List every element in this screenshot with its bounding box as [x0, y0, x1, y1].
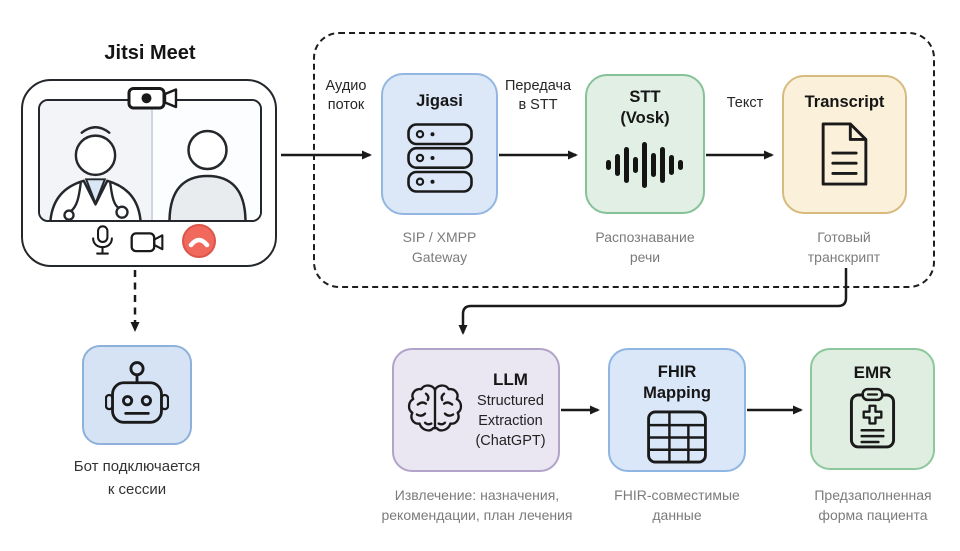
end-call-icon [188, 237, 210, 248]
fhir-title-line1: FHIR [657, 363, 697, 381]
stt-caption-line1: Распознавание [595, 229, 695, 245]
emr-node: EMR [810, 348, 935, 470]
video-camera-icon [130, 232, 164, 253]
jigasi-caption: SIP / XMPP Gateway [371, 227, 508, 268]
jigasi-node: Jigasi [381, 73, 498, 215]
transcript-caption-line1: Готовый [817, 229, 871, 245]
llm-caption: Извлечение: назначения, рекомендации, пл… [372, 485, 582, 526]
bot-caption-line2: к сессии [107, 480, 167, 498]
server-row-1 [406, 122, 473, 145]
server-stack-icon [406, 122, 473, 193]
text-label: Текст [726, 95, 764, 111]
jitsi-meet-title: Jitsi Meet [104, 42, 196, 64]
doctor-video-tile [40, 101, 151, 220]
to-stt-label: Передача в STT [495, 77, 581, 115]
llm-subtitle-line3: (ChatGPT) [475, 432, 546, 449]
bot-caption-line1: Бот подключается [73, 458, 201, 475]
llm-title: LLM [493, 370, 528, 390]
to-stt-label-line1: Передача [504, 78, 572, 94]
brain-icon [408, 384, 463, 432]
end-call-button[interactable] [182, 224, 216, 258]
fhir-caption-line2: данные [652, 507, 702, 524]
table-icon [647, 410, 707, 464]
server-row-3 [406, 170, 473, 193]
llm-caption-line1: Извлечение: назначения, [394, 487, 560, 503]
stt-node: STT (Vosk) [585, 74, 705, 214]
stt-title-line2: (Vosk) [620, 108, 670, 127]
emr-caption-line2: форма пациента [818, 507, 928, 524]
llm-subtitle-line1: Structured [477, 392, 544, 409]
waveform-icon [606, 142, 683, 189]
fhir-caption-line1: FHIR-совместимые [614, 487, 740, 503]
stt-caption: Распознавание речи [575, 227, 715, 268]
doctor-figure [49, 126, 142, 220]
audio-stream-label-line2: поток [327, 97, 365, 114]
robot-icon [105, 361, 169, 424]
llm-node: LLM Structured Extraction (ChatGPT) [392, 348, 560, 472]
fhir-mapping-node: FHIR Mapping [608, 348, 746, 472]
fhir-caption: FHIR-совместимые данные [600, 485, 754, 526]
clipboard-icon [849, 388, 896, 449]
stt-caption-line2: речи [629, 249, 661, 266]
document-icon [821, 122, 868, 186]
to-stt-label-line2: в STT [518, 97, 558, 114]
bot-caption: Бот подключается к сессии [47, 456, 227, 501]
server-row-2 [406, 146, 473, 169]
tile-divider [151, 101, 153, 220]
llm-subtitle-line2: Extraction [478, 412, 543, 429]
llm-caption-line2: рекомендации, план лечения [381, 507, 573, 524]
jigasi-caption-line2: Gateway [411, 249, 468, 266]
transcript-caption: Готовый транскрипт [774, 227, 914, 268]
waveform-bars [606, 142, 683, 189]
stt-title-line1: STT [629, 88, 661, 106]
mic-icon [92, 225, 113, 255]
jigasi-caption-line1: SIP / XMPP [402, 229, 477, 245]
audio-stream-label: Аудио поток [313, 77, 379, 115]
transcript-caption-line2: транскрипт [807, 249, 881, 266]
patient-figure [168, 129, 247, 220]
transcript-node: Transcript [782, 75, 907, 214]
jigasi-title: Jigasi [416, 92, 463, 110]
stt-pipeline-container [313, 32, 935, 288]
emr-title: EMR [853, 363, 892, 382]
audio-stream-label-line1: Аудио [325, 78, 367, 94]
webcam-icon [127, 87, 178, 110]
fhir-title-line2: Mapping [643, 383, 711, 402]
emr-caption: Предзаполненная форма пациента [793, 485, 953, 526]
emr-caption-line1: Предзаполненная [814, 487, 932, 503]
llm-text-block: LLM Structured Extraction (ChatGPT) [475, 369, 545, 450]
video-call-screen [38, 99, 262, 222]
patient-video-tile [153, 101, 260, 220]
bot-node [82, 345, 192, 445]
transcript-title: Transcript [804, 93, 885, 111]
